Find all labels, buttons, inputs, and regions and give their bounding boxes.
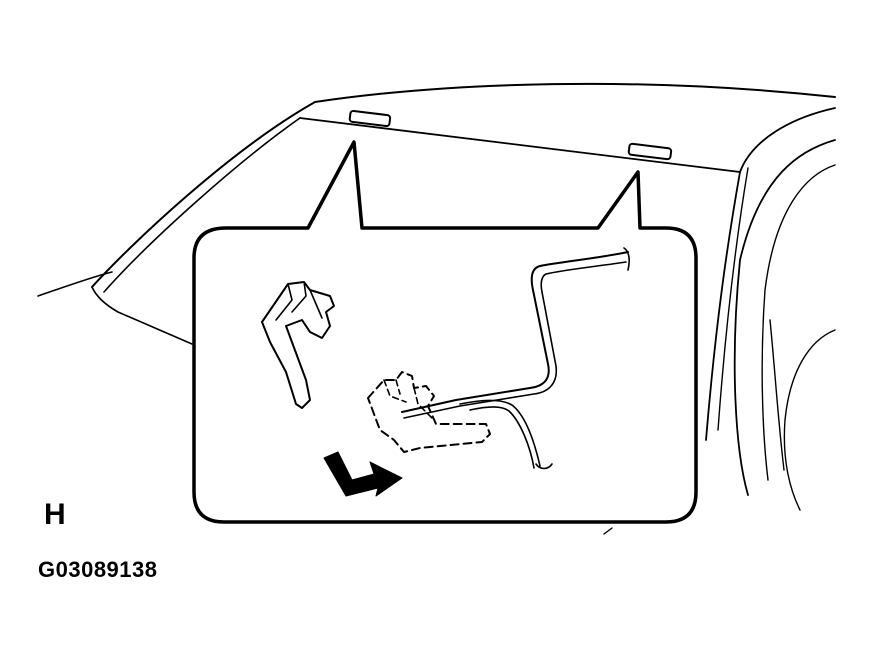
wire-end-cut bbox=[623, 247, 630, 271]
installed-clip-dashed-detail bbox=[383, 379, 433, 419]
roof-pillar-inner bbox=[717, 167, 749, 431]
windshield-frame bbox=[91, 82, 836, 288]
removal-arrow-icon bbox=[323, 451, 403, 497]
wire-lower-branch-inner bbox=[469, 406, 535, 469]
windshield-glass-edge bbox=[103, 117, 301, 293]
door-frame-inner bbox=[761, 164, 836, 481]
roof-rear-edge bbox=[739, 107, 836, 173]
door-frame bbox=[733, 139, 836, 496]
windshield-frame-inner bbox=[91, 286, 193, 345]
stray-mark bbox=[603, 527, 613, 535]
seat-outline bbox=[783, 329, 836, 511]
molding-clip-front bbox=[348, 109, 392, 128]
roof-pillar-outer bbox=[705, 171, 741, 441]
wire-lower-branch bbox=[459, 399, 541, 467]
view-letter: H bbox=[44, 498, 66, 531]
molding-retainer-wire-inner bbox=[403, 261, 627, 419]
figure-code: G03089138 bbox=[38, 557, 158, 582]
detached-clip-detail bbox=[275, 281, 323, 321]
installed-clip-dashed bbox=[367, 371, 491, 453]
molding-clip-rear bbox=[627, 142, 673, 161]
roof-molding-line bbox=[299, 117, 741, 173]
detached-clip bbox=[261, 281, 335, 409]
wire-lower-end bbox=[535, 463, 553, 470]
callout-box bbox=[192, 140, 698, 524]
hood-line bbox=[37, 271, 113, 297]
molding-retainer-wire bbox=[401, 251, 629, 413]
seat-outline-2 bbox=[769, 319, 785, 471]
